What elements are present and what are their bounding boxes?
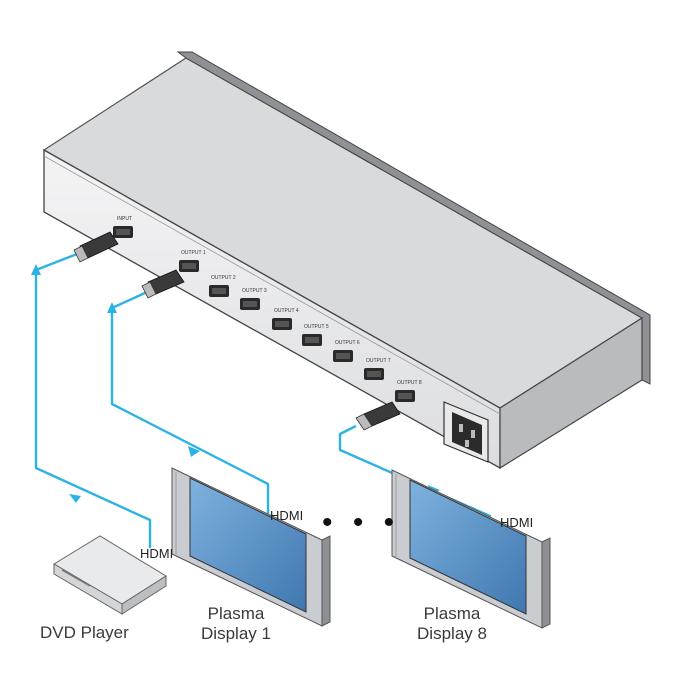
more-displays-ellipsis: • • • bbox=[322, 506, 401, 539]
display1-label: Plasma Display 1 bbox=[196, 604, 276, 644]
input-port-label: INPUT bbox=[117, 216, 132, 222]
cable-output1-to-display1 bbox=[110, 290, 270, 514]
output-port-1[interactable]: OUTPUT 1 bbox=[179, 250, 206, 272]
display8-label: Plasma Display 8 bbox=[412, 604, 492, 644]
dvd-player-label: DVD Player bbox=[40, 623, 129, 642]
output-port-8[interactable]: OUTPUT 8 bbox=[395, 380, 422, 402]
output-port-1-label: OUTPUT 1 bbox=[181, 250, 206, 256]
output-port-2-label: OUTPUT 2 bbox=[211, 275, 236, 281]
hdmi-label-dvd: HDMI bbox=[140, 546, 174, 561]
output-port-2[interactable]: OUTPUT 2 bbox=[209, 275, 236, 297]
chassis-rear-rim bbox=[176, 51, 651, 385]
display8-label-line1: Plasma bbox=[423, 604, 481, 623]
output-port-5-label: OUTPUT 5 bbox=[304, 324, 329, 330]
output-port-6[interactable]: OUTPUT 6 bbox=[333, 340, 360, 362]
hdmi-label-display1: HDMI bbox=[270, 508, 304, 523]
arrow-icon bbox=[188, 446, 200, 457]
cable-dvd-to-input bbox=[34, 252, 152, 548]
arrow-icon bbox=[69, 494, 81, 503]
output-port-4[interactable]: OUTPUT 4 bbox=[272, 308, 299, 330]
output-port-3-label: OUTPUT 3 bbox=[242, 288, 267, 294]
output-port-8-label: OUTPUT 8 bbox=[397, 380, 422, 386]
power-socket-icon[interactable] bbox=[443, 401, 489, 463]
display1-label-line2: Display 1 bbox=[201, 624, 271, 643]
hdmi-connector-output8 bbox=[355, 401, 401, 431]
plasma-display-8-icon bbox=[391, 469, 551, 629]
chassis-side bbox=[499, 316, 643, 470]
output-port-5[interactable]: OUTPUT 5 bbox=[302, 324, 329, 346]
output-port-7[interactable]: OUTPUT 7 bbox=[364, 358, 391, 380]
output-port-6-label: OUTPUT 6 bbox=[335, 340, 360, 346]
arrow-icon bbox=[107, 302, 117, 313]
plasma-display-1-icon bbox=[171, 467, 331, 627]
output-port-4-label: OUTPUT 4 bbox=[274, 308, 299, 314]
output-port-7-label: OUTPUT 7 bbox=[366, 358, 391, 364]
display1-label-line1: Plasma bbox=[207, 604, 265, 623]
input-port[interactable]: INPUT bbox=[113, 216, 133, 238]
hdmi-connector-input bbox=[73, 231, 119, 263]
dvd-player-icon bbox=[53, 535, 167, 615]
hdmi-splitter-device: INPUT OUTPUT 1 OUTPUT 2 OUTPUT 3 OUTPUT … bbox=[42, 51, 651, 470]
hdmi-connector-output1 bbox=[141, 269, 185, 299]
output-port-3[interactable]: OUTPUT 3 bbox=[240, 288, 267, 310]
display8-label-line2: Display 8 bbox=[417, 624, 487, 643]
hdmi-label-display8: HDMI bbox=[500, 515, 534, 530]
arrow-icon bbox=[31, 264, 41, 275]
